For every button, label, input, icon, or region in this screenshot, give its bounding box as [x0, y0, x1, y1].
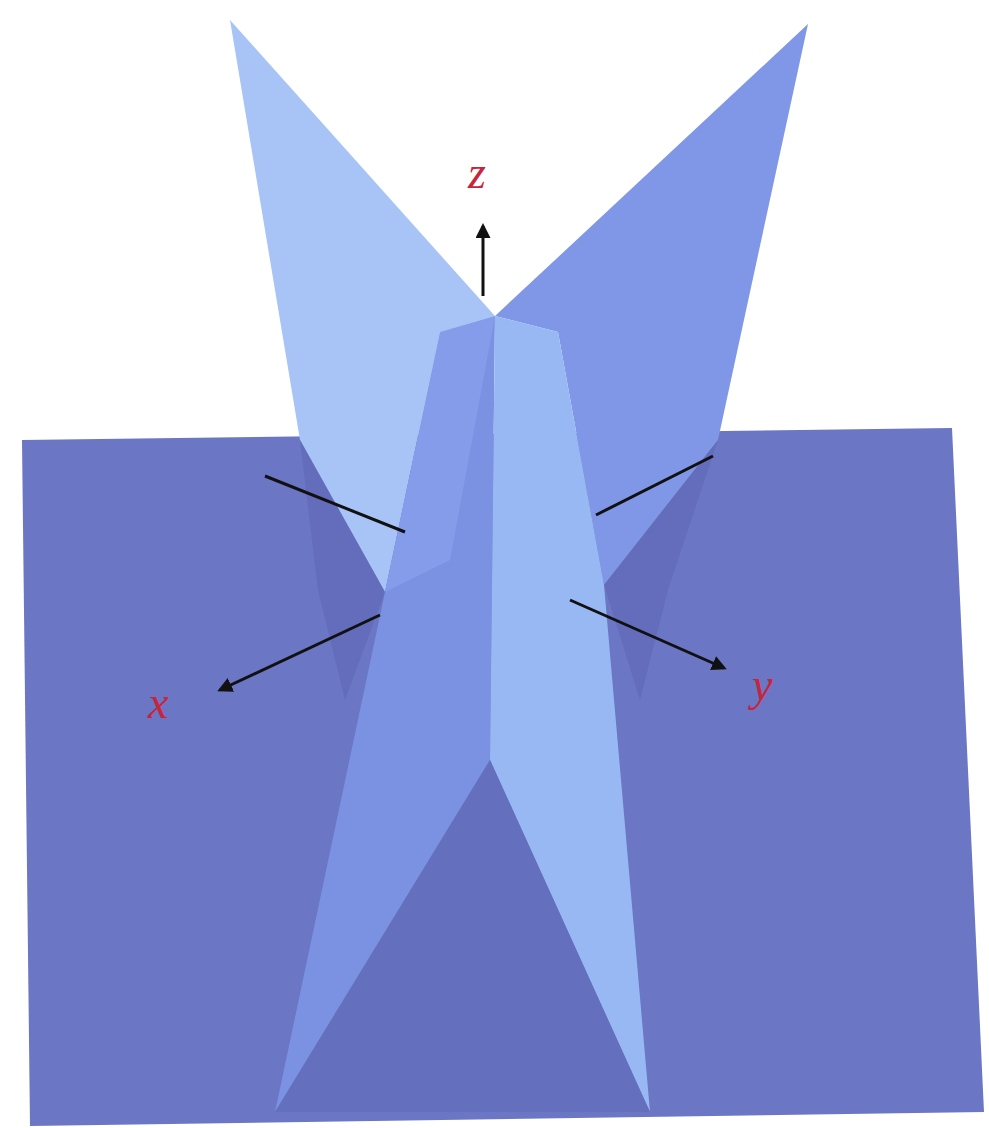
shadow — [604, 440, 718, 700]
x-axis — [220, 615, 380, 690]
y-axis-back — [596, 456, 713, 515]
axis-label: y — [752, 662, 772, 708]
axis-label: x — [148, 680, 168, 726]
y-axis — [570, 600, 724, 668]
z-axis — [482, 226, 485, 296]
inner-fold — [275, 760, 650, 1112]
left-wing — [230, 20, 495, 592]
shade — [385, 316, 495, 592]
x-axis-back — [265, 476, 405, 532]
axis-label: z — [468, 150, 486, 196]
